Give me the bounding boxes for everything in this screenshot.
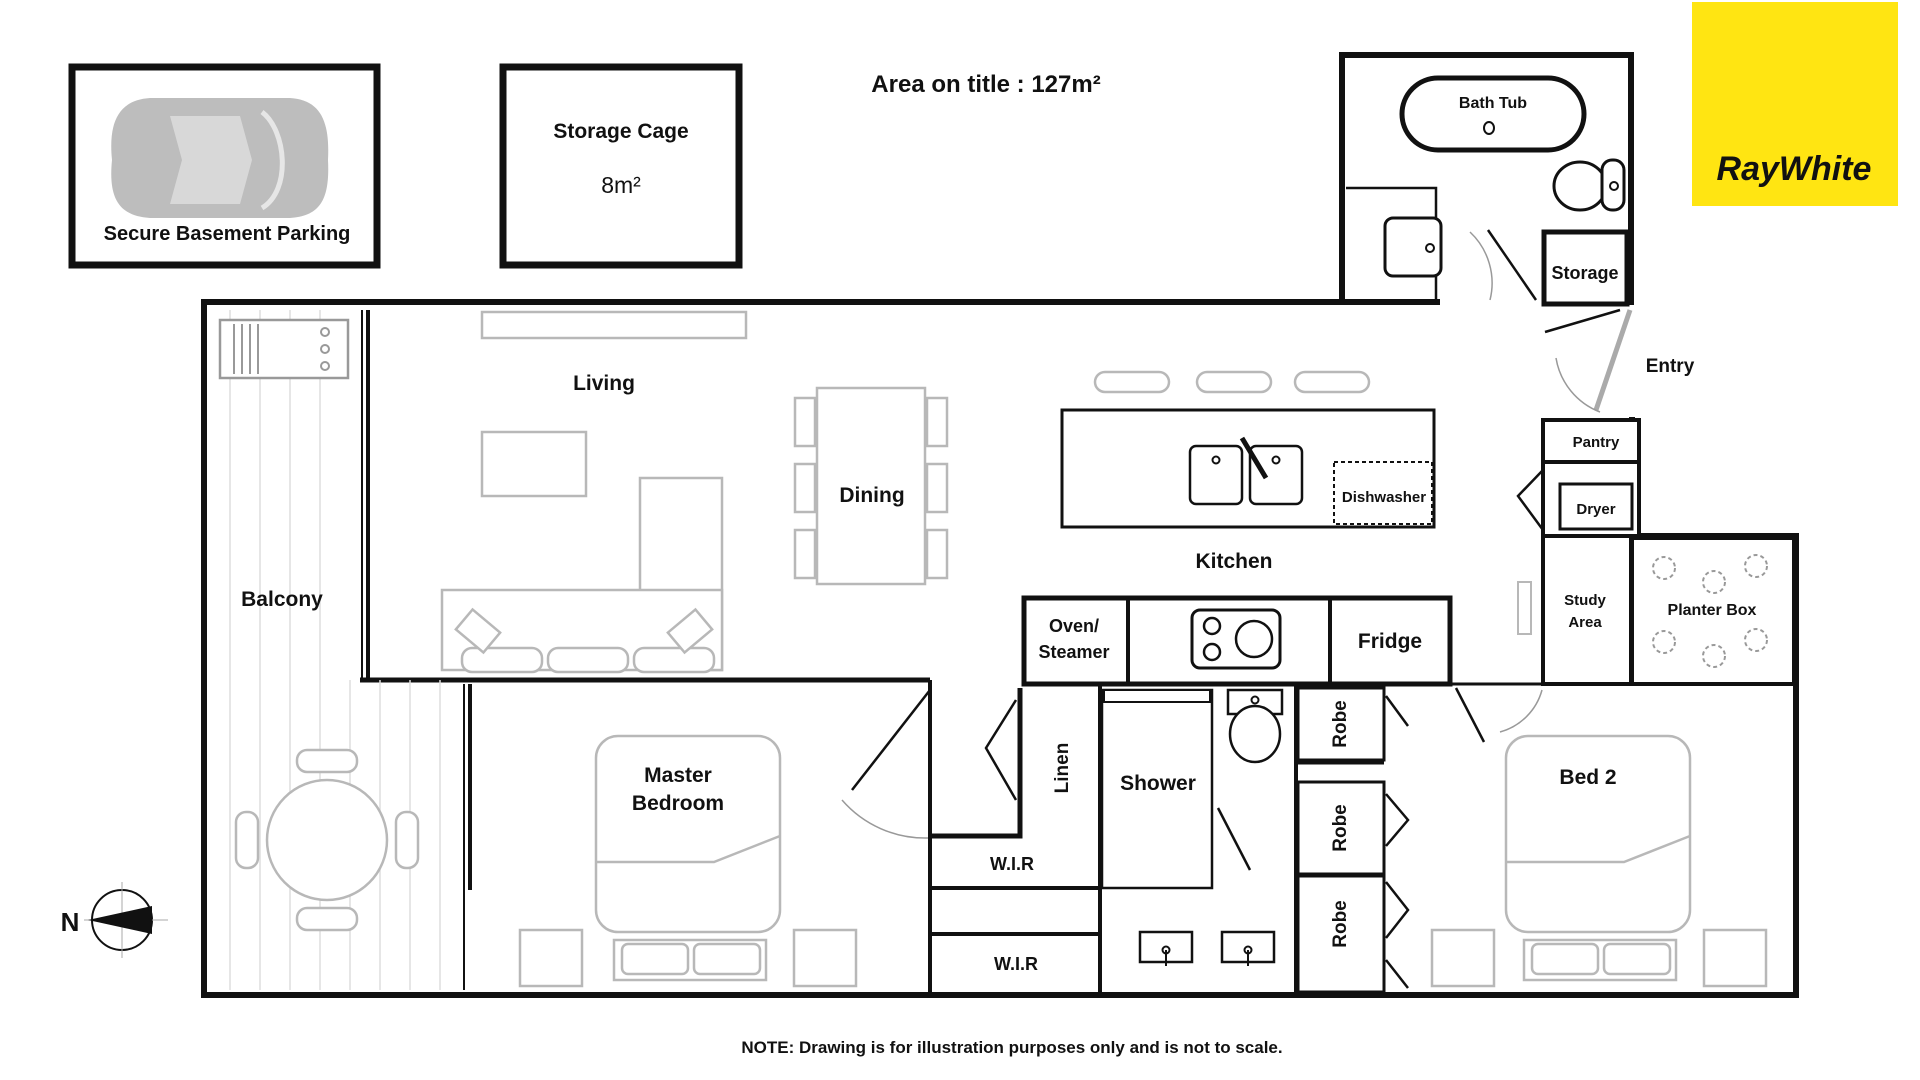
- living-label: Living: [573, 372, 635, 395]
- master-label-2: Bedroom: [632, 792, 724, 815]
- master-bed: [594, 734, 782, 934]
- master-bedroom: Master Bedroom: [463, 680, 932, 995]
- master-label-1: Master: [644, 764, 712, 787]
- bathroom-upper: Bath Tub Storage: [1346, 75, 1630, 307]
- dryer-label: Dryer: [1576, 501, 1615, 518]
- sofa-icon: [440, 476, 724, 674]
- outdoor-table-icon: [234, 748, 420, 932]
- study-area: [1541, 534, 1633, 686]
- bedroom-2: Bed 2: [1430, 682, 1796, 988]
- logo-text: RayWhite: [1717, 150, 1872, 188]
- study-label-2: Area: [1568, 614, 1602, 631]
- compass-icon: N: [61, 882, 168, 958]
- linen-label: Linen: [1052, 743, 1073, 794]
- storage-label: Storage: [1551, 263, 1618, 283]
- wir-label-2: W.I.R: [994, 954, 1038, 974]
- oven-label-2: Steamer: [1038, 642, 1109, 662]
- basin-icon: [1383, 216, 1443, 278]
- compass-label: N: [61, 907, 80, 937]
- living-balcony-wall: [360, 310, 930, 683]
- plant-icons: [1652, 554, 1768, 668]
- kitchen-island: Dishwasher Kitchen: [1060, 370, 1436, 573]
- dryer: [1558, 482, 1634, 531]
- pantry-label: Pantry: [1573, 434, 1620, 451]
- area-title: Area on title : 127m²: [871, 71, 1100, 98]
- vanity-icon: [1138, 930, 1276, 966]
- living-furniture: Living: [440, 310, 748, 674]
- bath-tub-label: Bath Tub: [1459, 95, 1527, 112]
- wir-label-1: W.I.R: [990, 854, 1034, 874]
- storage-cage-box: Storage Cage 8m²: [499, 63, 743, 269]
- fridge-label: Fridge: [1358, 630, 1422, 653]
- robe-label-3: Robe: [1330, 900, 1351, 948]
- robe-label-2: Robe: [1330, 804, 1351, 852]
- cooktop-icon: [1190, 608, 1282, 670]
- balcony: Balcony: [218, 310, 441, 990]
- wir-linen-shower: W.I.R W.I.R Linen Shower: [930, 686, 1298, 995]
- raywhite-logo: RayWhite: [1692, 2, 1898, 206]
- study-label-1: Study: [1564, 592, 1606, 609]
- parking-box: Secure Basement Parking: [68, 63, 381, 269]
- toilet-icon: [1552, 158, 1626, 212]
- sink-icon: [1188, 436, 1304, 506]
- balcony-label: Balcony: [241, 588, 323, 611]
- bed-2-label: Bed 2: [1559, 766, 1616, 789]
- entry: Entry: [1544, 308, 1695, 413]
- tv-unit: [480, 310, 748, 340]
- logo-background: [1692, 2, 1898, 206]
- robe-label-1: Robe: [1330, 700, 1351, 748]
- dishwasher: [1333, 461, 1433, 525]
- dining-label: Dining: [839, 484, 904, 507]
- planter-box: Planter Box: [1630, 536, 1796, 686]
- storage-room: [1541, 229, 1630, 307]
- oven-label-1: Oven/: [1049, 616, 1099, 636]
- coffee-table: [480, 430, 588, 498]
- entry-label: Entry: [1646, 356, 1695, 377]
- shower-label: Shower: [1120, 772, 1196, 795]
- kitchen-bench: Oven/ Steamer Fridge: [1021, 595, 1453, 687]
- bed-2: [1504, 734, 1692, 934]
- storage-cage-label: Storage Cage: [553, 120, 688, 143]
- laundry-study: Pantry Dryer Study Area: [1516, 418, 1641, 686]
- planter-box-label: Planter Box: [1668, 602, 1757, 619]
- bath-tub: [1399, 75, 1587, 153]
- bbq-icon: [218, 318, 350, 380]
- storage-cage-area: 8m²: [601, 172, 641, 198]
- disclaimer-note: NOTE: Drawing is for illustration purpos…: [741, 1038, 1282, 1057]
- kitchen-label: Kitchen: [1195, 550, 1272, 573]
- car-icon: [111, 98, 329, 218]
- dishwasher-label: Dishwasher: [1342, 489, 1426, 506]
- parking-label: Secure Basement Parking: [104, 223, 351, 245]
- dining-table: Dining: [793, 386, 949, 586]
- robes: Robe Robe Robe: [1296, 686, 1410, 994]
- toilet-icon-ensuite: [1226, 688, 1284, 764]
